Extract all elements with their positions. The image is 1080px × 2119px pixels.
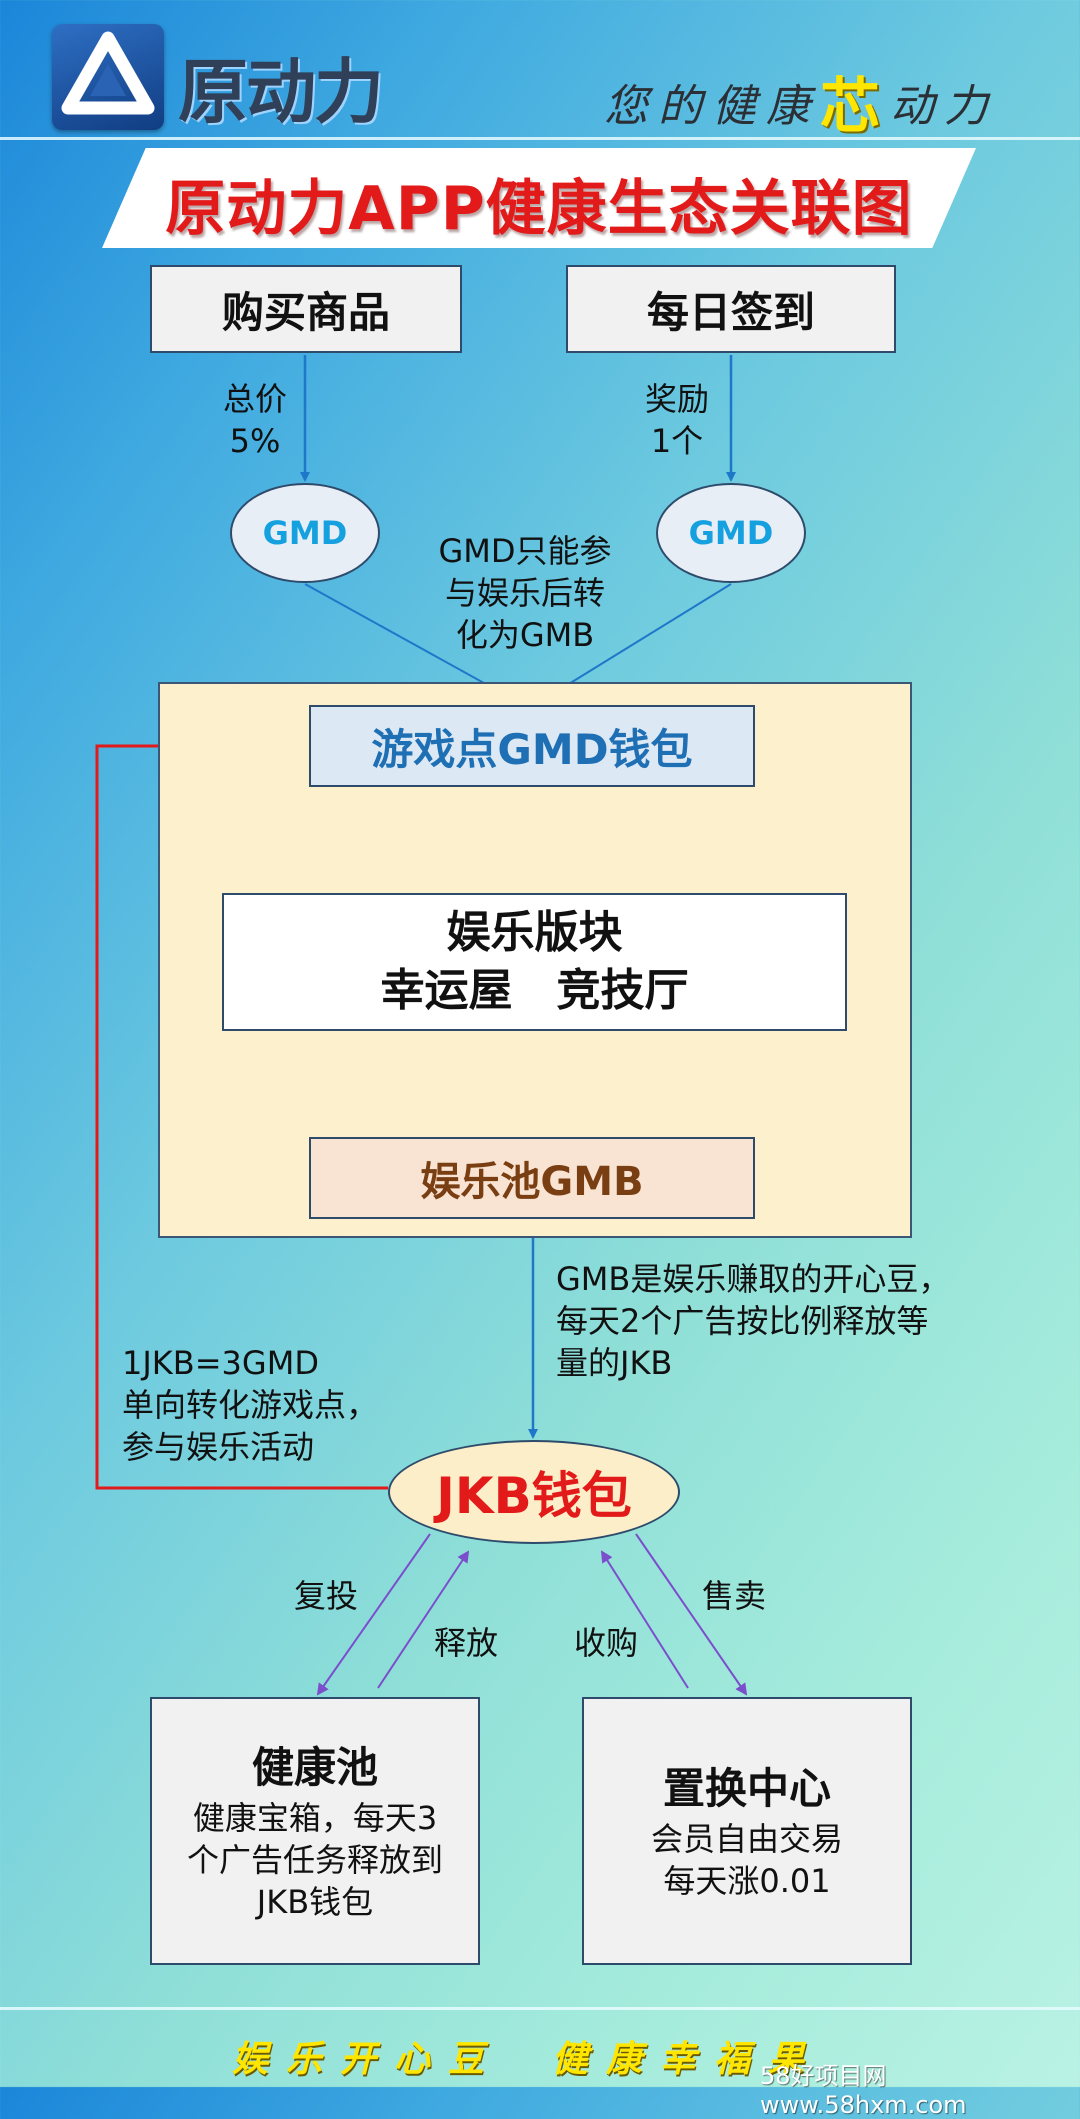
checkin-edge-label-line1: 奖励 xyxy=(644,380,709,418)
health-pool-desc-line1: 健康宝箱，每天3 xyxy=(192,1799,438,1837)
entertainment-section-box: 娱乐版块 幸运屋 竞技厅 xyxy=(222,893,847,1031)
triangle-logo-icon xyxy=(61,31,155,115)
health-pool-desc-line3: JKB钱包 xyxy=(256,1883,374,1921)
checkin-edge-label: 奖励 1个 xyxy=(632,378,722,462)
exchange-center-title: 置换中心 xyxy=(662,1764,831,1813)
arrow-jkb-to-exchange xyxy=(635,1533,748,1696)
footer-slogan-left: 娱乐开心豆 xyxy=(232,2038,503,2080)
gmb-note-line2: 每天2个广告按比例释放等 xyxy=(556,1302,929,1340)
slogan-highlight: 芯 xyxy=(820,72,890,142)
sell-label: 售卖 xyxy=(701,1577,766,1615)
gmd-note-line3: 化为GMB xyxy=(455,616,595,654)
gmd-node-right: GMD xyxy=(656,483,806,583)
jkb-conversion-note: 1JKB=3GMD 单向转化游戏点， 参与娱乐活动 xyxy=(122,1342,442,1468)
exchange-center-box: 置换中心 会员自由交易 每天涨0.01 xyxy=(582,1697,912,1965)
jkb-note-line3: 参与娱乐活动 xyxy=(122,1428,315,1466)
brand-name: 原动力 xyxy=(178,51,384,133)
footer-slogan-right: 健康幸福果 xyxy=(552,2038,823,2080)
jkb-note-line1: 1JKB=3GMD xyxy=(122,1344,319,1382)
jkb-note-line2: 单向转化游戏点， xyxy=(122,1386,379,1424)
buy-goods-box: 购买商品 xyxy=(150,265,462,353)
daily-checkin-box: 每日签到 xyxy=(566,265,896,353)
footer-slogan: 娱乐开心豆 健康幸福果 xyxy=(0,2030,1080,2082)
gmd-node-left: GMD xyxy=(230,483,380,583)
exchange-center-desc-line1: 会员自由交易 xyxy=(650,1820,843,1858)
watermark: 58好项目网www.58hxm.com xyxy=(760,2062,967,2119)
slogan-start: 您的健康 xyxy=(604,81,820,132)
health-pool-desc-line2: 个广告任务释放到 xyxy=(186,1841,443,1879)
entertainment-venues: 幸运屋 竞技厅 xyxy=(380,965,689,1016)
footer-divider xyxy=(0,2007,1080,2010)
gmb-note-line1: GMB是娱乐赚取的开心豆， xyxy=(556,1260,951,1298)
gmd-note-line1: GMD只能参 xyxy=(438,532,612,570)
buyback-label: 收购 xyxy=(573,1624,638,1662)
entertainment-title: 娱乐版块 xyxy=(446,907,623,958)
slogan-end: 动力 xyxy=(890,81,998,132)
entertainment-pool-box: 娱乐池GMB xyxy=(309,1137,755,1219)
health-pool-box: 健康池 健康宝箱，每天3 个广告任务释放到 JKB钱包 xyxy=(150,1697,480,1965)
page-title: 原动力APP健康生态关联图 xyxy=(165,174,913,244)
buy-edge-label: 总价 5% xyxy=(210,378,300,462)
game-gmd-wallet-box: 游戏点GMD钱包 xyxy=(309,705,755,787)
arrow-exchange-to-jkb xyxy=(600,1550,689,1689)
arrow-jkb-to-health xyxy=(316,1533,431,1696)
header-divider xyxy=(0,137,1080,140)
exchange-center-desc-line2: 每天涨0.01 xyxy=(663,1862,831,1900)
buy-edge-label-line1: 总价 xyxy=(222,380,287,418)
slogan: 您的健康芯动力 xyxy=(604,58,998,145)
gmd-note-line2: 与娱乐后转 xyxy=(444,574,605,612)
app-logo-icon xyxy=(52,24,164,130)
title-banner xyxy=(102,148,976,248)
checkin-edge-label-line2: 1个 xyxy=(650,422,704,460)
health-pool-title: 健康池 xyxy=(251,1743,378,1792)
arrow-health-to-jkb xyxy=(377,1550,470,1689)
gmb-note: GMB是娱乐赚取的开心豆， 每天2个广告按比例释放等 量的JKB xyxy=(556,1258,996,1384)
release-label: 释放 xyxy=(433,1624,498,1662)
jkb-wallet-node: JKB钱包 xyxy=(388,1440,680,1544)
reinvest-label: 复投 xyxy=(293,1577,358,1615)
buy-edge-label-line2: 5% xyxy=(229,422,281,460)
gmd-note: GMD只能参 与娱乐后转 化为GMB xyxy=(420,530,630,656)
gmb-note-line3: 量的JKB xyxy=(556,1344,673,1382)
